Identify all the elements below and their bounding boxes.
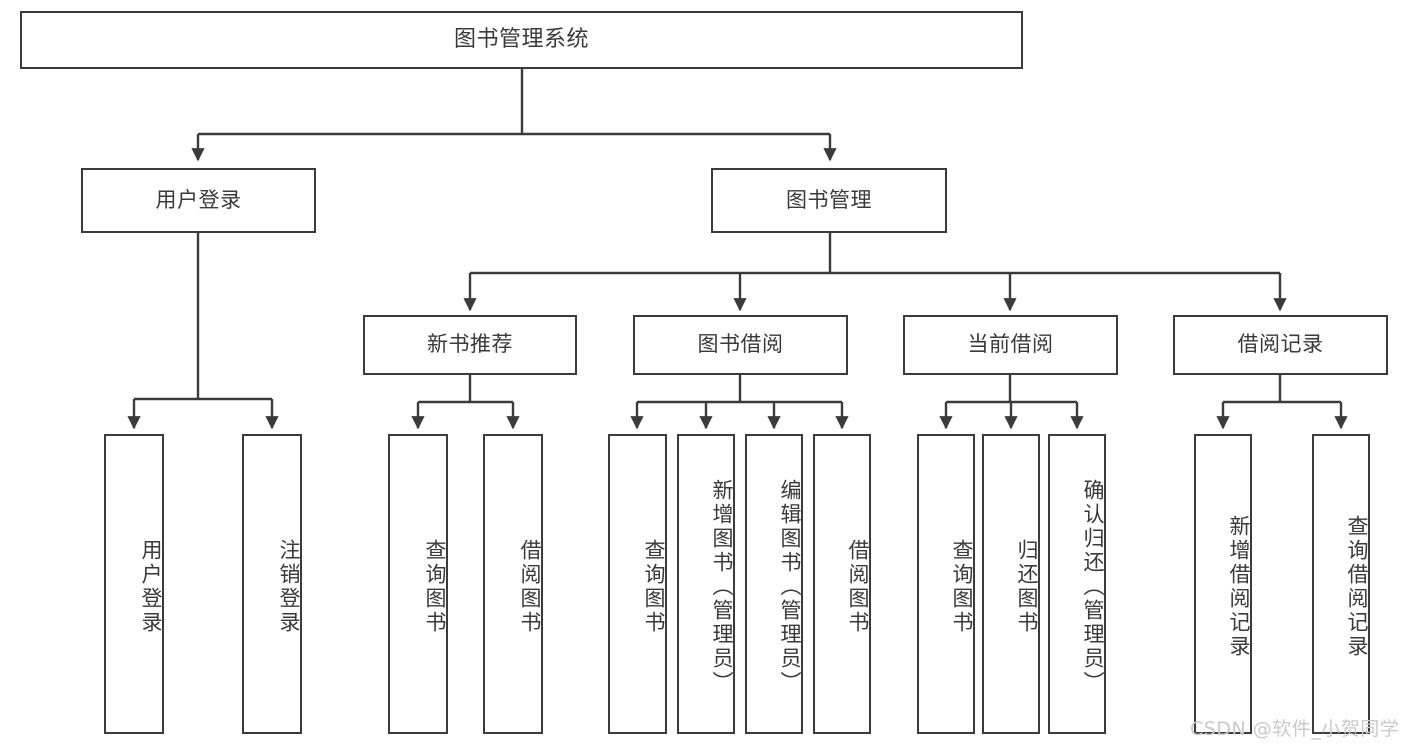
node-label: 编辑图书（管理员）	[778, 479, 802, 695]
leaf-record-query-borrow-record[interactable]: 查询借阅记录	[1312, 434, 1370, 734]
node-label: 借阅图书	[518, 539, 542, 635]
node-book-borrow[interactable]: 图书借阅	[633, 315, 848, 375]
node-label: 图书借阅	[697, 332, 784, 357]
leaf-recommend-borrow-book[interactable]: 借阅图书	[483, 434, 543, 734]
leaf-borrow-add-book-admin[interactable]: 新增图书（管理员）	[677, 434, 735, 734]
node-label: 新增借阅记录	[1227, 515, 1251, 659]
node-label: 确认归还（管理员）	[1081, 479, 1105, 695]
node-label: 查询图书	[423, 539, 447, 635]
node-label: 当前借阅	[967, 332, 1054, 357]
node-label: 查询图书	[950, 539, 974, 635]
leaf-current-confirm-return-admin[interactable]: 确认归还（管理员）	[1048, 434, 1106, 734]
node-label: 查询借阅记录	[1345, 515, 1369, 659]
node-label: 借阅图书	[846, 539, 870, 635]
node-label: 图书管理系统	[453, 26, 589, 52]
node-label: 用户登录	[139, 539, 163, 635]
leaf-logout-login[interactable]: 注销登录	[242, 434, 302, 734]
node-root-system[interactable]: 图书管理系统	[20, 11, 1023, 69]
leaf-user-login[interactable]: 用户登录	[104, 434, 164, 734]
leaf-recommend-query-book[interactable]: 查询图书	[388, 434, 448, 734]
node-label: 归还图书	[1015, 539, 1039, 635]
leaf-current-query-book[interactable]: 查询图书	[917, 434, 975, 734]
leaf-borrow-edit-book-admin[interactable]: 编辑图书（管理员）	[745, 434, 803, 734]
node-label: 新书推荐	[427, 332, 513, 357]
node-borrow-record[interactable]: 借阅记录	[1173, 315, 1388, 375]
node-label: 借阅记录	[1237, 332, 1324, 357]
node-label: 用户登录	[155, 187, 242, 212]
leaf-borrow-borrow-book[interactable]: 借阅图书	[813, 434, 871, 734]
node-book-management[interactable]: 图书管理	[711, 168, 947, 233]
node-label: 新增图书（管理员）	[710, 479, 734, 695]
node-label: 注销登录	[277, 539, 301, 635]
node-label: 查询图书	[642, 539, 666, 635]
node-current-borrow[interactable]: 当前借阅	[903, 315, 1118, 375]
leaf-record-add-borrow-record[interactable]: 新增借阅记录	[1194, 434, 1252, 734]
node-label: 图书管理	[786, 187, 872, 212]
watermark-text: CSDN @软件_小贺同学	[1190, 718, 1400, 740]
leaf-current-return-book[interactable]: 归还图书	[982, 434, 1040, 734]
node-user-login[interactable]: 用户登录	[81, 168, 316, 233]
leaf-borrow-query-book[interactable]: 查询图书	[608, 434, 667, 734]
node-new-book-recommend[interactable]: 新书推荐	[363, 315, 577, 375]
